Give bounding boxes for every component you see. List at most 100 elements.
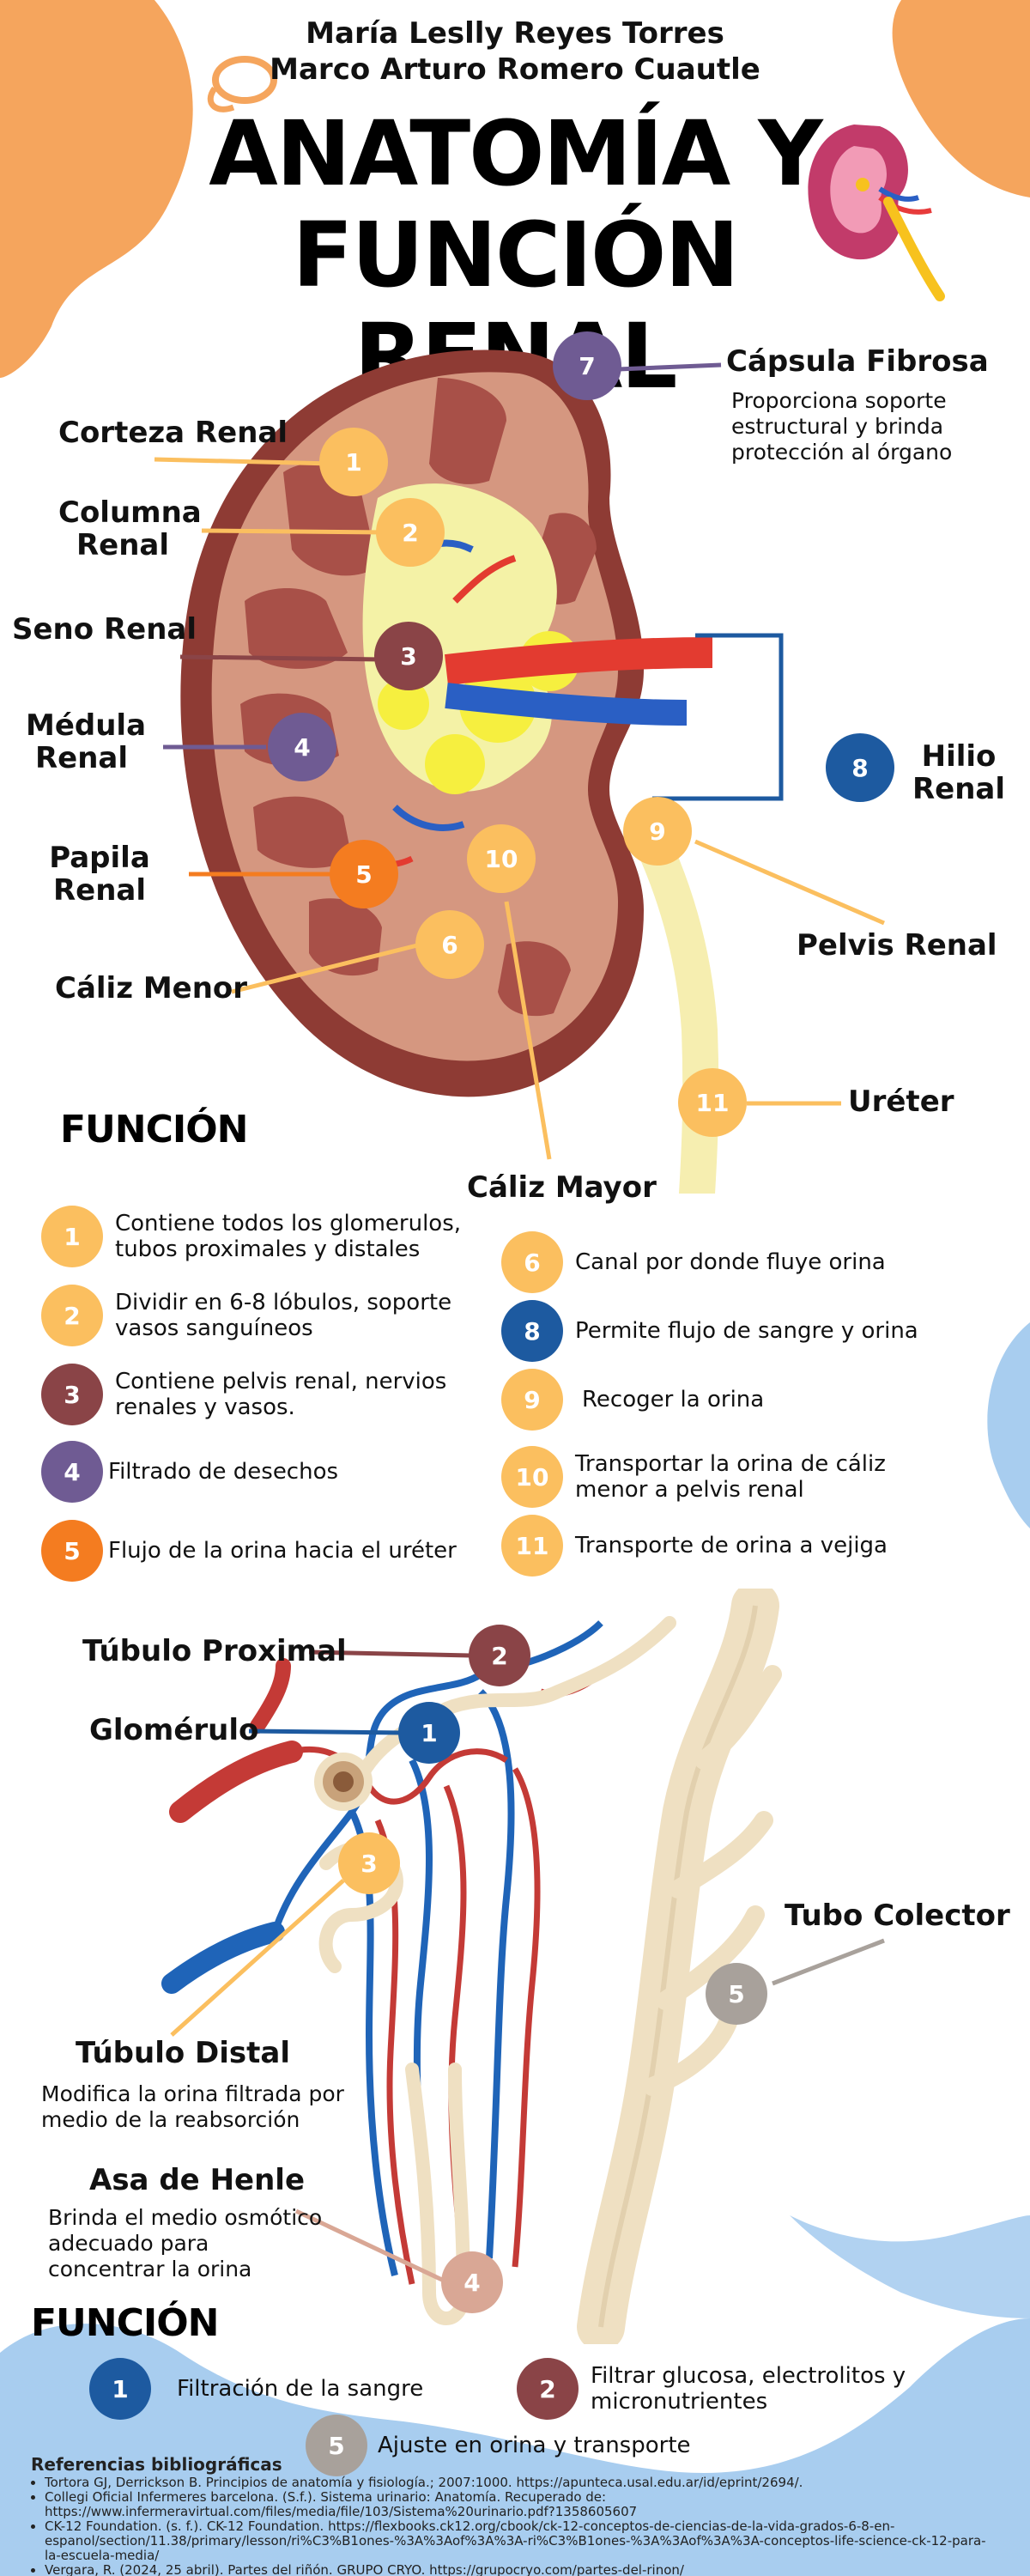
label-tubulo-distal: Túbulo Distal	[76, 2036, 291, 2070]
decor-swirl	[207, 56, 277, 112]
funcion1-item-11: 11 Transporte de orina a vejiga	[501, 1515, 888, 1577]
funcion2-badge-5: 5	[306, 2415, 367, 2476]
funcion1-badge-1: 1	[41, 1206, 103, 1267]
funcion1-text-10: Transportar la orina de cáliz menor a pe…	[575, 1451, 886, 1503]
funcion1-item-1: 1 Contiene todos los glomerulos, tubos p…	[41, 1206, 461, 1267]
label-columna-renal: Columna Renal	[58, 495, 202, 562]
funcion-heading-2: FUNCIÓN	[31, 2301, 219, 2345]
funcion1-text-11: Transporte de orina a vejiga	[575, 1533, 888, 1558]
decor-blob-top-right	[892, 0, 1030, 197]
funcion2-badge-2: 2	[517, 2358, 579, 2420]
funcion1-item-3: 3 Contiene pelvis renal, nervios renales…	[41, 1364, 446, 1425]
funcion1-item-9: 9 Recoger la orina	[501, 1369, 764, 1431]
funcion1-item-6: 6 Canal por donde fluye orina	[501, 1231, 886, 1293]
nephron-leader-lines	[170, 1649, 885, 2282]
funcion1-text-9: Recoger la orina	[582, 1387, 765, 1413]
label-pelvis-renal: Pelvis Renal	[797, 928, 997, 963]
label-tubo-colector: Tubo Colector	[785, 1899, 1010, 1933]
nephron-badge-5: 5	[706, 1963, 767, 2025]
reference-item: Vergara, R. (2024, 25 abril). Partes del…	[45, 2563, 1001, 2576]
label-hilio-renal: Hilio Renal	[912, 740, 1006, 805]
references-list: Tortora GJ, Derrickson B. Principios de …	[31, 2476, 1001, 2576]
funcion1-item-8: 8 Permite flujo de sangre y orina	[501, 1300, 918, 1362]
funcion2-text-5: Ajuste en orina y transporte	[378, 2433, 691, 2458]
label-hilio-renal-text: Hilio Renal	[912, 739, 1006, 806]
page-title: ANATOMÍA Y FUNCIÓN RENAL	[172, 103, 858, 407]
kidney-badge-3: 3	[374, 622, 443, 690]
references: Referencias bibliográficas Tortora GJ, D…	[31, 2454, 1001, 2576]
title-line-1: ANATOMÍA Y	[209, 101, 822, 206]
nephron-badge-4: 4	[441, 2251, 503, 2313]
label-papila-renal: Papila Renal	[48, 841, 151, 907]
funcion1-text-2: Dividir en 6-8 lóbulos, soporte vasos sa…	[115, 1290, 452, 1341]
funcion1-item-2: 2 Dividir en 6-8 lóbulos, soporte vasos …	[41, 1285, 451, 1346]
author-2: Marco Arturo Romero Cuautle	[270, 52, 760, 87]
kidney-leader-lines	[154, 362, 885, 1160]
label-tubulo-proximal: Túbulo Proximal	[82, 1634, 347, 1668]
decor-blob-right-middle	[987, 1322, 1030, 1528]
funcion1-text-1: Contiene todos los glomerulos, tubos pro…	[115, 1211, 462, 1262]
label-asa-de-henle: Asa de Henle	[89, 2163, 305, 2197]
reference-item: CK-12 Foundation. (s. f.). CK-12 Foundat…	[45, 2519, 1001, 2563]
funcion2-badge-1: 1	[89, 2358, 151, 2420]
label-capsula-fibrosa: Cápsula Fibrosa	[726, 344, 989, 379]
label-columna-renal-text: Columna Renal	[58, 495, 202, 562]
kidney-icon	[808, 125, 945, 301]
funcion1-badge-2: 2	[41, 1285, 103, 1346]
capsula-description: Proporciona soporte estructural y brinda…	[731, 388, 953, 465]
kidney-badge-7: 7	[553, 331, 621, 400]
funcion2-item-2: 2 Filtrar glucosa, electrolitos y micron…	[517, 2358, 906, 2420]
nephron-badge-1: 1	[398, 1702, 460, 1764]
kidney-badge-5: 5	[330, 840, 398, 908]
label-corteza-renal: Corteza Renal	[58, 416, 288, 450]
kidney-badge-2: 2	[376, 498, 445, 567]
label-medula-renal: Médula Renal	[26, 708, 147, 775]
funcion1-text-4: Filtrado de desechos	[108, 1459, 339, 1485]
funcion1-text-5: Flujo de la orina hacia el uréter	[108, 1538, 457, 1564]
funcion1-badge-9: 9	[501, 1369, 563, 1431]
label-seno-renal: Seno Renal	[12, 612, 197, 647]
label-papila-renal-text: Papila Renal	[49, 841, 150, 908]
kidney-badge-6: 6	[415, 910, 484, 979]
authors: María Leslly Reyes Torres Marco Arturo R…	[0, 15, 1030, 88]
funcion1-badge-3: 3	[41, 1364, 103, 1425]
funcion-heading-1: FUNCIÓN	[60, 1108, 248, 1151]
funcion1-badge-11: 11	[501, 1515, 563, 1577]
funcion2-item-5: 5 Ajuste en orina y transporte	[306, 2415, 691, 2476]
nephron-diagram	[161, 1589, 782, 2344]
nephron-badge-2: 2	[469, 1625, 530, 1686]
funcion1-text-6: Canal por donde fluye orina	[575, 1249, 886, 1275]
author-1: María Leslly Reyes Torres	[306, 16, 724, 51]
kidney-badge-8: 8	[826, 733, 894, 802]
funcion1-item-4: 4 Filtrado de desechos	[41, 1441, 338, 1503]
kidney-badge-9: 9	[623, 797, 692, 866]
nephron-badge-3: 3	[338, 1832, 400, 1894]
reference-item: Tortora GJ, Derrickson B. Principios de …	[45, 2476, 1001, 2490]
label-medula-renal-text: Médula Renal	[26, 708, 147, 775]
kidney-badge-4: 4	[268, 713, 336, 781]
references-heading: Referencias bibliográficas	[31, 2454, 282, 2475]
funcion1-item-5: 5 Flujo de la orina hacia el uréter	[41, 1520, 457, 1582]
funcion1-text-8: Permite flujo de sangre y orina	[575, 1318, 918, 1344]
label-caliz-menor: Cáliz Menor	[55, 971, 248, 1005]
funcion1-badge-10: 10	[501, 1446, 563, 1508]
funcion1-badge-8: 8	[501, 1300, 563, 1362]
reference-item: Collegi Oficial Infermeres barcelona. (S…	[45, 2490, 1001, 2519]
kidney-badge-1: 1	[319, 428, 388, 496]
funcion1-badge-4: 4	[41, 1441, 103, 1503]
tubulo-distal-description: Modifica la orina filtrada por medio de …	[41, 2081, 344, 2132]
decor-blob-bottom	[0, 2215, 1030, 2576]
label-ureter: Uréter	[848, 1084, 954, 1119]
label-glomerulo: Glomérulo	[89, 1713, 259, 1747]
funcion2-text-1: Filtración de la sangre	[177, 2376, 424, 2402]
funcion1-item-10: 10 Transportar la orina de cáliz menor a…	[501, 1446, 886, 1508]
funcion1-text-3: Contiene pelvis renal, nervios renales y…	[115, 1369, 447, 1420]
decor-blob-top-left	[0, 0, 193, 378]
label-caliz-mayor: Cáliz Mayor	[467, 1170, 657, 1205]
kidney-badge-11: 11	[678, 1068, 747, 1137]
funcion1-badge-5: 5	[41, 1520, 103, 1582]
funcion2-item-1: 1 Filtración de la sangre	[89, 2358, 423, 2420]
asa-de-henle-description: Brinda el medio osmótico adecuado para c…	[48, 2205, 323, 2281]
kidney-badge-10: 10	[467, 824, 536, 893]
funcion2-text-2: Filtrar glucosa, electrolitos y micronut…	[591, 2363, 906, 2415]
